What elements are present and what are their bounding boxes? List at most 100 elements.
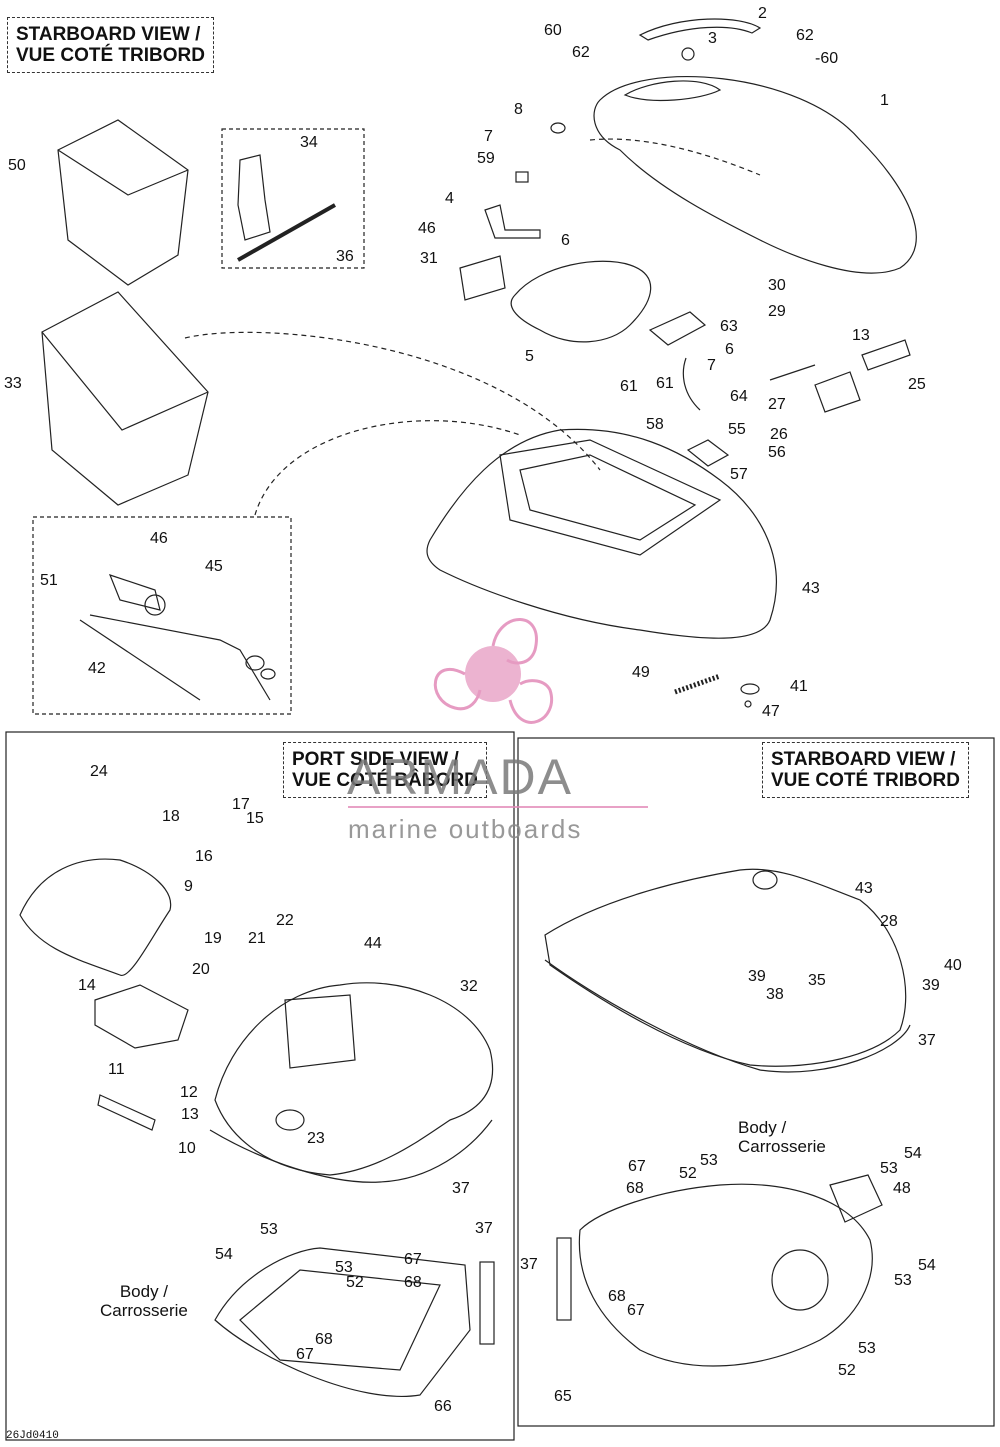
part-59	[515, 171, 529, 183]
callout-port-13: 13	[181, 1106, 199, 1123]
callout-port-14: 14	[78, 977, 96, 994]
callout-starboard-53: 53	[858, 1340, 876, 1357]
callout-top-62: 62	[572, 44, 590, 61]
callout-port-17: 17	[232, 796, 250, 813]
callout-top-43: 43	[802, 580, 820, 597]
callout-port-54: 54	[215, 1246, 233, 1263]
frame-48	[829, 1174, 883, 1223]
watermark-brand: ARMADA	[347, 749, 573, 805]
callout-port-53: 53	[335, 1259, 353, 1276]
strip-37-port	[479, 1261, 495, 1345]
header-line: STARBOARD VIEW /	[771, 749, 956, 770]
callout-port-10: 10	[178, 1140, 196, 1157]
panel-65	[578, 1183, 873, 1367]
header-line: VUE COTÉ BÂBORD	[292, 770, 478, 791]
callout-top-56: 56	[768, 444, 786, 461]
callout-top-2: 2	[758, 5, 767, 22]
callout-top-29: 29	[768, 303, 786, 320]
body-label-line: Carrosserie	[738, 1137, 826, 1156]
callout-top-5: 5	[525, 348, 534, 365]
callout-port-44: 44	[364, 935, 382, 952]
callout-starboard-39: 39	[922, 977, 940, 994]
grab-handle-2	[638, 18, 762, 41]
callout-port-22: 22	[276, 912, 294, 929]
header-line: VUE COTÉ TRIBORD	[771, 770, 960, 791]
header-line: PORT SIDE VIEW /	[292, 749, 459, 770]
callout-port-67: 67	[404, 1251, 422, 1268]
body-label-right: Body / Carrosserie	[738, 1118, 826, 1156]
callout-starboard-67: 67	[627, 1302, 645, 1319]
inset-42-frame	[32, 516, 292, 715]
starboard-frame	[517, 737, 995, 1427]
callout-starboard-37: 37	[520, 1256, 538, 1273]
seat-1	[593, 76, 917, 274]
callout-starboard-52: 52	[838, 1362, 856, 1379]
plug-3	[681, 47, 695, 61]
callout-top-60: 60	[544, 22, 562, 39]
callout-top-4: 4	[445, 190, 454, 207]
cover-5	[510, 260, 652, 343]
port-side-frame	[5, 731, 515, 1441]
callout-starboard-68: 68	[626, 1180, 644, 1197]
callout-port-12: 12	[180, 1084, 198, 1101]
callout-port-52: 52	[346, 1274, 364, 1291]
callout-starboard-68: 68	[608, 1288, 626, 1305]
callout-port-67: 67	[296, 1346, 314, 1363]
storage-bin-33	[41, 291, 209, 506]
strip-37-starboard	[556, 1237, 572, 1321]
body-label-line: Body /	[738, 1118, 787, 1137]
callout-top-6: 6	[725, 341, 734, 358]
callout-starboard-35: 35	[808, 972, 826, 989]
latch-31	[459, 255, 506, 301]
callout-top-42: 42	[88, 660, 106, 677]
plate-63	[648, 311, 707, 346]
callout-port-32: 32	[460, 978, 478, 995]
header-port-side: PORT SIDE VIEW / VUE COTÉ BÂBORD	[283, 742, 487, 798]
callout-top-7: 7	[707, 357, 716, 374]
nut-47	[744, 700, 752, 708]
callout-top-62: 62	[796, 27, 814, 44]
callout-top-55: 55	[728, 421, 746, 438]
callout-top-neg60: -60	[815, 50, 839, 67]
callout-top-30: 30	[768, 277, 786, 294]
rod-36	[237, 203, 336, 262]
callout-top-51: 51	[40, 572, 58, 589]
hinge-25	[861, 339, 911, 371]
callout-top-49: 49	[632, 664, 650, 681]
callout-starboard-37: 37	[918, 1032, 936, 1049]
callout-port-9: 9	[184, 878, 193, 895]
callout-port-68: 68	[315, 1331, 333, 1348]
callout-top-6: 6	[561, 232, 570, 249]
callout-starboard-38: 38	[766, 986, 784, 1003]
callout-top-61: 61	[620, 378, 638, 395]
callout-starboard-65: 65	[554, 1388, 572, 1405]
callout-starboard-67: 67	[628, 1158, 646, 1175]
body-label-left: Body / Carrosserie	[100, 1282, 188, 1320]
callout-starboard-40: 40	[944, 957, 962, 974]
callout-port-37: 37	[452, 1180, 470, 1197]
callout-top-63: 63	[720, 318, 738, 335]
callout-port-66: 66	[434, 1398, 452, 1415]
callout-starboard-53: 53	[894, 1272, 912, 1289]
callout-port-18: 18	[162, 808, 180, 825]
callout-top-50: 50	[8, 157, 26, 174]
watermark-tagline: marine outboards	[348, 814, 583, 844]
part-9	[19, 858, 172, 976]
watermark-rule	[348, 806, 648, 808]
callout-top-1: 1	[880, 92, 889, 109]
header-starboard-right: STARBOARD VIEW / VUE COTÉ TRIBORD	[762, 742, 969, 798]
callout-top-61: 61	[656, 375, 674, 392]
callout-port-24: 24	[90, 763, 108, 780]
callout-top-46: 46	[150, 530, 168, 547]
header-starboard-top: STARBOARD VIEW / VUE COTÉ TRIBORD	[7, 17, 214, 73]
callout-starboard-43: 43	[855, 880, 873, 897]
callout-top-7: 7	[484, 128, 493, 145]
panel-66	[214, 1247, 471, 1397]
callout-top-41: 41	[790, 678, 808, 695]
callout-top-64: 64	[730, 388, 748, 405]
part-8	[550, 122, 566, 134]
washer-41	[740, 683, 760, 695]
callout-top-36: 36	[336, 248, 354, 265]
